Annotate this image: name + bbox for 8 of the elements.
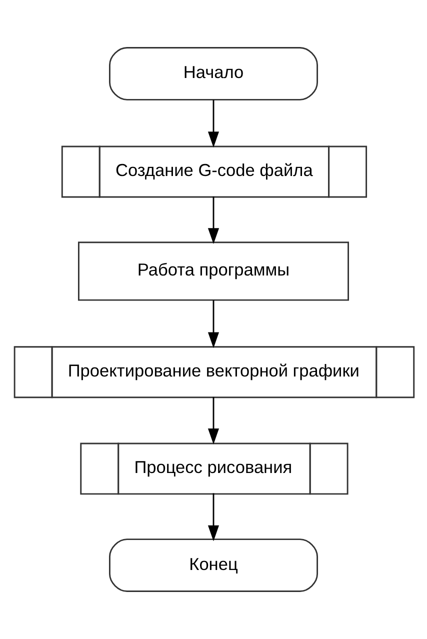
arrow <box>208 196 220 244</box>
node-box: Работа программы <box>78 242 349 301</box>
node-box: Начало <box>109 47 318 100</box>
arrow <box>208 493 220 542</box>
arrow <box>208 300 220 348</box>
node-box: Конец <box>109 538 318 592</box>
arrow <box>208 100 220 148</box>
arrow <box>208 396 220 444</box>
